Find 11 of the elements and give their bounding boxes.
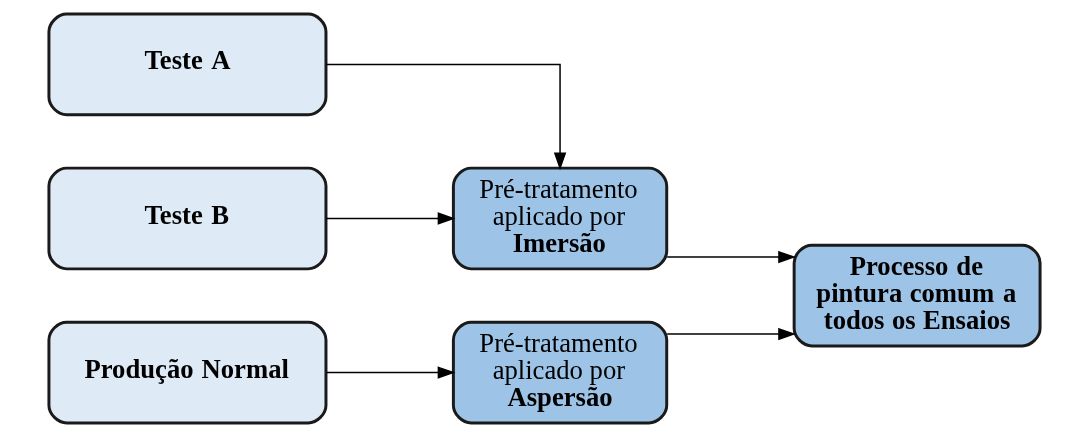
arrow xyxy=(324,212,455,225)
node-box: Teste A xyxy=(46,12,327,117)
arrow xyxy=(665,327,796,341)
node-box: Teste B xyxy=(46,166,327,271)
node-box: Produção Normal xyxy=(46,320,327,425)
node-box: Pré-tratamento aplicado por Aspersão xyxy=(451,320,668,425)
node-box: Pré-tratamento aplicado por Imersão xyxy=(451,166,668,271)
arrow xyxy=(324,63,566,171)
arrow xyxy=(324,366,455,379)
node-box: Processo de pintura comum a todos os Ensaios xyxy=(792,243,1042,348)
arrow xyxy=(665,250,796,264)
